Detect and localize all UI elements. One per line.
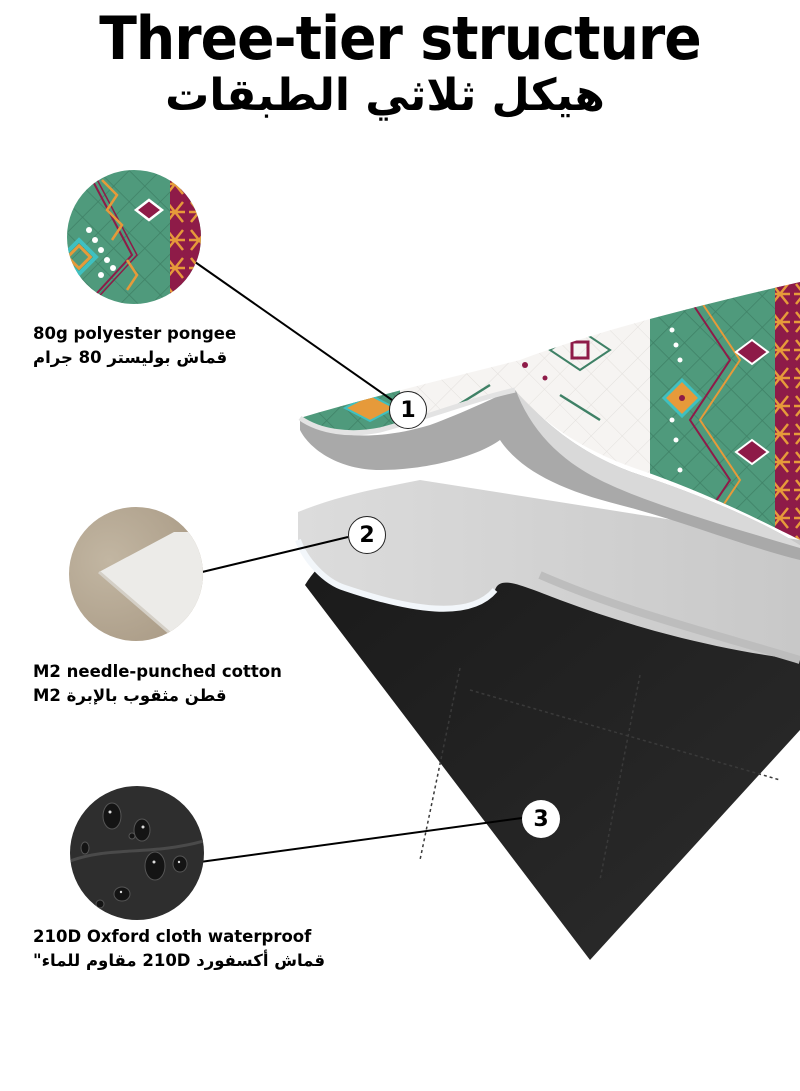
layer-2-number-badge: 2 xyxy=(348,516,386,554)
leader-line-2 xyxy=(197,536,349,574)
layer-3-number-badge: 3 xyxy=(522,800,560,838)
layer-1-name-ar: قماش بوليستر 80 جرام xyxy=(33,348,228,367)
layer-2-name-ar: قطن مثقوب بالإبرة M2 xyxy=(33,686,227,705)
leader-line-3 xyxy=(199,817,523,863)
layer-1-name-en: 80g polyester pongee xyxy=(33,324,237,343)
layer-2-label: M2 needle-punched cotton قطن مثقوب بالإب… xyxy=(33,660,282,708)
layer-3-name-ar: قماش أكسفورد 210D مقاوم للماء" xyxy=(33,951,326,970)
swatch-pongee xyxy=(67,170,201,304)
page-title: Three-tier structure xyxy=(99,4,701,74)
leader-line-1 xyxy=(194,261,393,401)
swatch-cotton xyxy=(69,507,203,641)
cotton-batting-swatch-icon xyxy=(69,507,203,641)
layer-3-label: 210D Oxford cloth waterproof قماش أكسفور… xyxy=(33,925,325,973)
page-subtitle-arabic: هيكل ثلاثي الطبقات xyxy=(165,70,605,121)
layer-1-number-badge: 1 xyxy=(389,391,427,429)
tribal-pattern-swatch-icon xyxy=(67,170,201,304)
water-drops-swatch-icon xyxy=(70,786,204,920)
layer-2-name-en: M2 needle-punched cotton xyxy=(33,662,282,681)
layer-3-name-en: 210D Oxford cloth waterproof xyxy=(33,927,312,946)
swatch-oxford xyxy=(70,786,204,920)
layer-3-oxford xyxy=(305,548,800,960)
layer-2-cotton xyxy=(295,480,800,664)
layer-1-label: 80g polyester pongee قماش بوليستر 80 جرا… xyxy=(33,322,236,370)
